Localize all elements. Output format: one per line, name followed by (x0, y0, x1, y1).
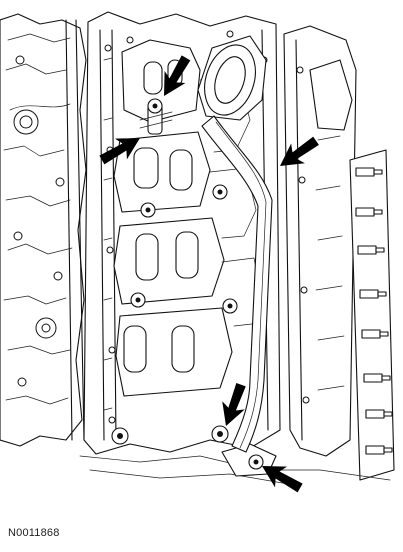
stud (359, 289, 387, 299)
bolt (130, 292, 146, 308)
cap-bolts (111, 184, 238, 445)
pickup-tube-bolt-top (139, 98, 173, 135)
pickup-tube-bolt-bottom (211, 425, 229, 443)
stud (363, 373, 391, 383)
bolt (222, 298, 238, 314)
bolt (111, 427, 129, 445)
figure-id-label: N0011868 (8, 527, 60, 539)
bolt (212, 184, 228, 200)
stud (365, 409, 393, 419)
oil-pump-screen-cover-and-tube (197, 35, 273, 453)
bolt (140, 202, 156, 218)
pickup-tube-flange-bolt (248, 454, 264, 470)
stud (355, 167, 383, 177)
callout-arrow-flange-bolt (262, 466, 303, 493)
right-cylinder-head (283, 25, 395, 481)
stud (361, 329, 389, 339)
stud (355, 207, 383, 217)
stud (365, 445, 393, 455)
stud (357, 245, 385, 255)
callout-arrow-top-bolt (164, 55, 191, 96)
callout-arrow-bracket (99, 138, 140, 165)
callout-arrow-lower-bolt (222, 382, 246, 426)
engine-oil-pickup-tube-illustration (0, 11, 395, 493)
callout-arrow-tube (280, 136, 319, 166)
left-engine-block (0, 13, 87, 447)
lower-structure (79, 443, 391, 487)
